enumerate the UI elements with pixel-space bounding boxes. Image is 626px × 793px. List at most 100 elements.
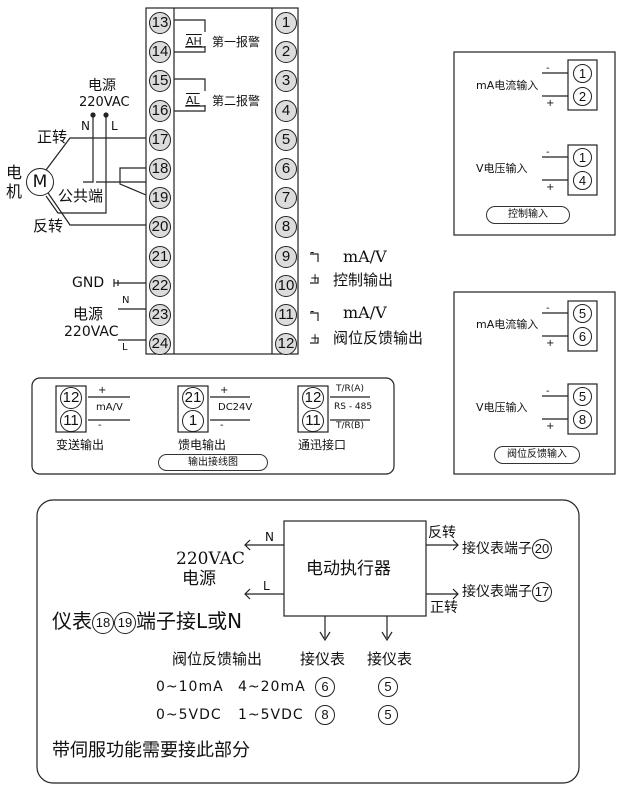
- servo-power-voltage: 220VAC: [176, 549, 245, 569]
- ob-transmit-minus: -: [98, 420, 102, 431]
- actuator-label: 电动执行器: [306, 559, 391, 579]
- ci-ma-term-b: 2: [573, 87, 592, 106]
- servo-row1-range1: 0~10mA: [156, 679, 224, 695]
- output-title: 输出接线图: [158, 454, 268, 471]
- left-terminal: 20: [149, 216, 171, 239]
- motor-label-bottom: 机: [6, 182, 23, 201]
- reverse-label: 反转: [33, 217, 64, 235]
- vi-v-minus: -: [546, 386, 550, 397]
- power-top-n: N: [81, 119, 90, 133]
- ob-comm-label: 通迅接口: [298, 438, 347, 452]
- left-terminal: 23: [149, 304, 171, 326]
- out1-plus: +: [310, 271, 321, 285]
- servo-power-label: 电源: [182, 569, 216, 589]
- power-bottom-label: 电源: [73, 305, 104, 323]
- ob-comm-term-a: 12: [302, 387, 324, 409]
- power-top-label: 电源: [88, 78, 116, 94]
- right-terminal: 6: [275, 158, 297, 180]
- vi-ma-term-a: 5: [573, 304, 592, 323]
- vi-v-plus: +: [546, 421, 555, 432]
- left-terminal: 17: [149, 128, 171, 151]
- servo-row2-a: 8: [315, 705, 335, 725]
- control-input-title: 控制输入: [486, 206, 570, 224]
- left-terminal: 18: [149, 158, 171, 180]
- servo-forward: 正转: [430, 600, 458, 616]
- ob-feed-label: 馈电输出: [178, 438, 227, 452]
- servo-note-term19: 19: [114, 611, 136, 634]
- ci-ma-plus: +: [546, 98, 555, 109]
- vi-ma-minus: -: [546, 303, 550, 314]
- servo-row2-a-wrap: 8: [315, 705, 335, 725]
- vi-ma-plus: +: [546, 338, 555, 349]
- alarm2-label: 第二报警: [212, 94, 261, 108]
- control-input-frame: [453, 51, 616, 236]
- ob-feed-signal: DC24V: [218, 402, 253, 413]
- forward-label: 正转: [37, 128, 68, 146]
- ci-ma-label: mA电流输入: [476, 79, 539, 92]
- ob-comm-rs: RS - 485: [334, 402, 373, 412]
- ob-transmit-plus: +: [98, 385, 107, 396]
- right-terminal: 4: [275, 99, 297, 122]
- right-terminal: 9: [275, 245, 297, 268]
- servo-col-b: 接仪表: [367, 650, 413, 668]
- alarm2-tag: AL: [186, 94, 200, 107]
- power-bottom-l: L: [122, 342, 128, 353]
- output-frame: [31, 377, 395, 475]
- servo-row1-b-wrap: 5: [378, 677, 398, 697]
- ob-feed-term-a: 21: [182, 387, 204, 409]
- out2-plus: +: [310, 331, 321, 345]
- gnd-label: GND: [72, 275, 105, 291]
- right-terminal: 10: [275, 274, 297, 297]
- ci-v-minus: -: [546, 147, 550, 158]
- vi-v-label: V电压输入: [476, 401, 528, 414]
- right-terminal: 5: [275, 128, 297, 151]
- motor-icon: M: [26, 168, 54, 196]
- servo-l: L: [263, 579, 270, 593]
- ob-comm-a: T/R(A): [336, 384, 364, 394]
- power-top-l: L: [111, 119, 118, 133]
- left-terminal: 15: [149, 70, 171, 93]
- left-terminal: 13: [149, 12, 171, 34]
- ci-v-term-b: 4: [573, 171, 592, 190]
- ob-transmit-term-b: 11: [60, 410, 82, 432]
- power-top-voltage: 220VAC: [79, 95, 130, 110]
- control-output-label: 控制输出: [333, 271, 394, 289]
- common-label: 公共端: [58, 187, 104, 205]
- left-terminal: 14: [149, 41, 171, 64]
- terminal-block-outline: [145, 7, 299, 355]
- valve-input-frame: [453, 291, 616, 475]
- servo-note-term18: 18: [92, 611, 114, 634]
- ob-feed-plus: +: [220, 385, 229, 396]
- servo-to-term20-text: 接仪表端子: [462, 541, 532, 557]
- ob-transmit-term-a: 12: [60, 387, 82, 409]
- left-terminal: 24: [149, 333, 171, 356]
- right-terminal: 8: [275, 216, 297, 239]
- servo-row2-b-wrap: 5: [378, 705, 398, 725]
- motor-label-top: 电: [6, 163, 23, 182]
- servo-row1-range2: 4~20mA: [238, 679, 306, 695]
- vi-v-term-a: 5: [573, 387, 592, 406]
- servo-term20: 20: [532, 539, 552, 559]
- ci-v-plus: +: [546, 182, 555, 193]
- servo-row2-range1: 0~5VDC: [156, 707, 222, 723]
- servo-row1-a: 6: [315, 677, 335, 697]
- alarm1-tag: AH: [186, 35, 202, 48]
- power-bottom-n: N: [122, 295, 130, 306]
- servo-row1-b: 5: [378, 677, 398, 697]
- servo-footer: 带伺服功能需要接此部分: [52, 740, 250, 761]
- ob-comm-b: T/R(B): [336, 421, 364, 431]
- ob-transmit-label: 变送输出: [56, 438, 105, 452]
- motor-symbol: M: [32, 172, 48, 192]
- out1-minus: -: [310, 245, 315, 259]
- right-terminal: 7: [275, 187, 297, 210]
- out2-minus: -: [310, 304, 315, 318]
- ob-comm-term-b: 11: [302, 410, 324, 432]
- vi-v-term-b: 8: [573, 410, 592, 429]
- ci-ma-term-a: 1: [573, 64, 592, 83]
- left-terminal: 16: [149, 99, 171, 122]
